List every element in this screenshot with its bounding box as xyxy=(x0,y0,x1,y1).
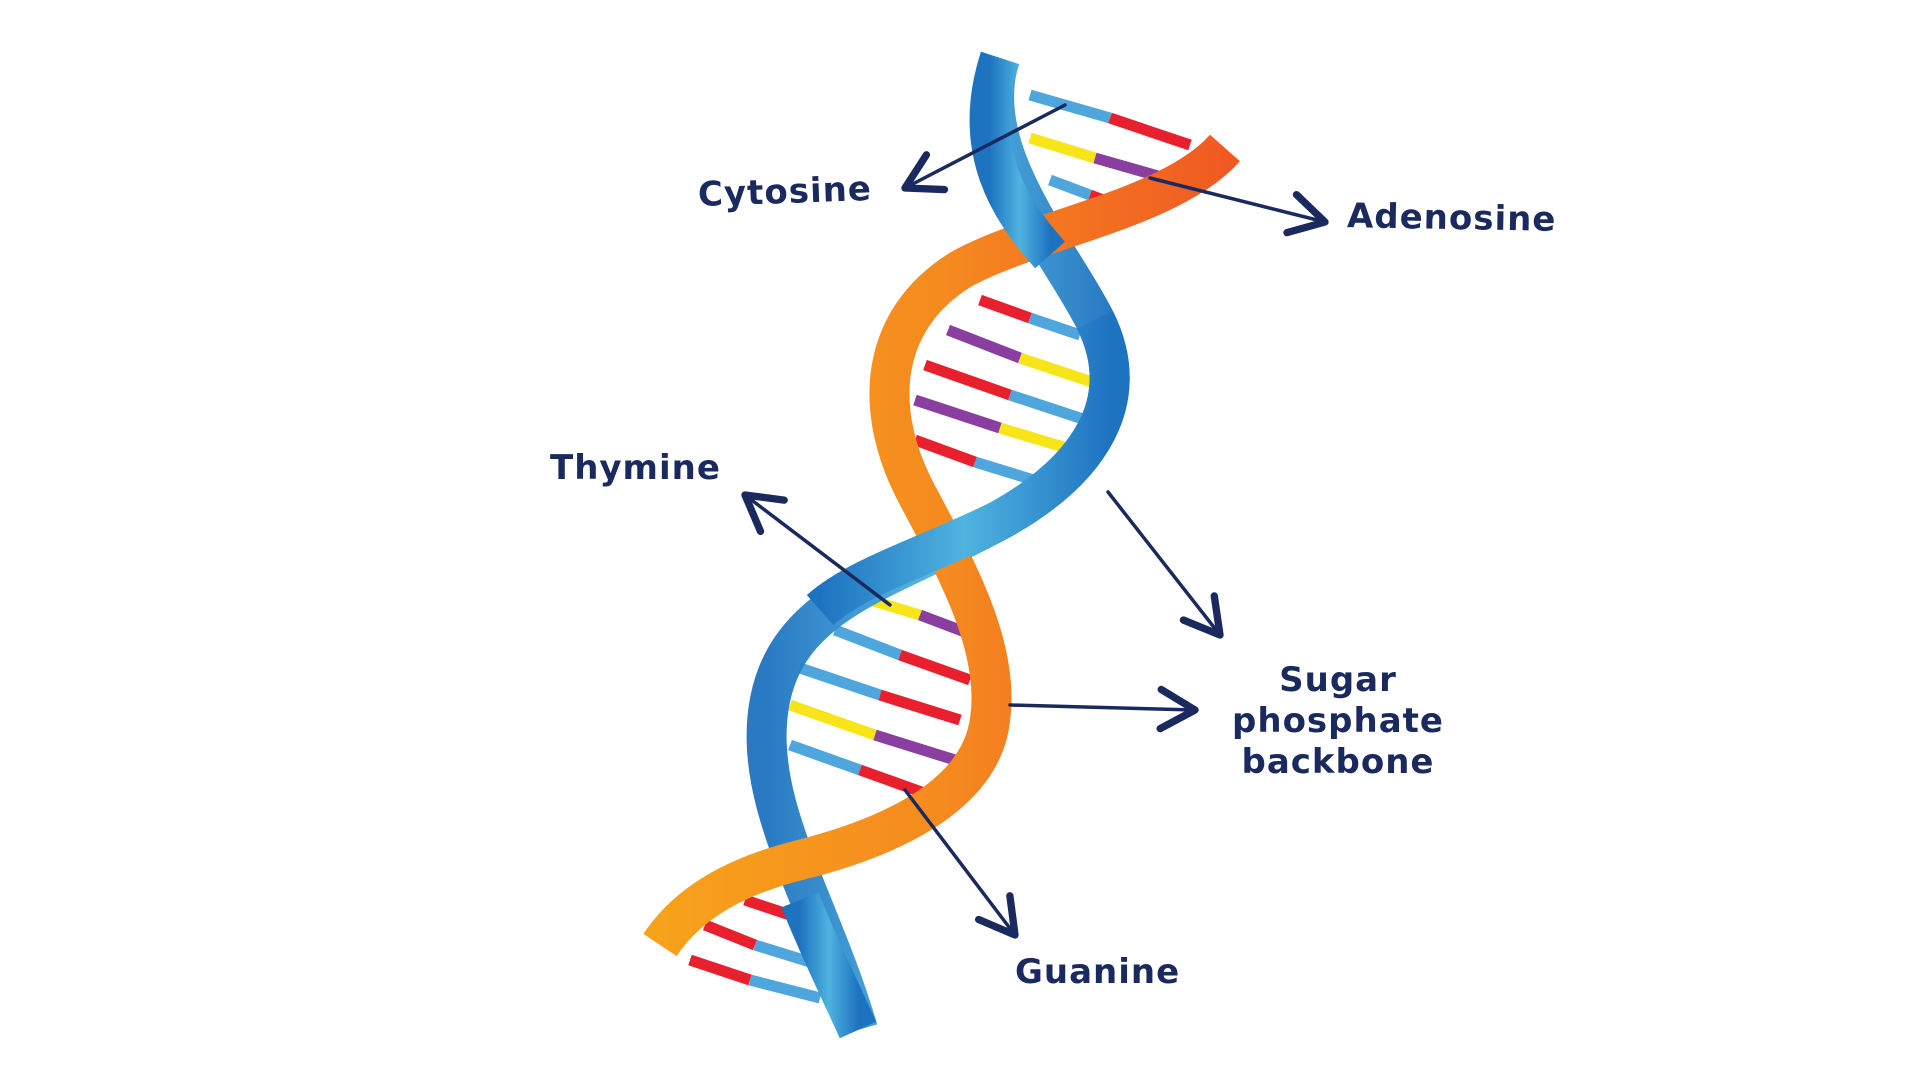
base-pair-segment xyxy=(833,624,902,661)
base-pair-segment xyxy=(748,974,822,1004)
base-pair-segment xyxy=(918,609,967,638)
base-pair-segment xyxy=(743,894,792,921)
base-pair-segment xyxy=(913,394,1002,434)
arrow-adenosine xyxy=(1148,176,1329,237)
base-pair-segment xyxy=(1028,312,1082,341)
blue-strand-front-upper xyxy=(969,51,1065,269)
label-sugar-phosphate-backbone: Sugar phosphate backbone xyxy=(1232,660,1444,782)
base-pair-segment xyxy=(1108,112,1192,151)
base-pair-segment xyxy=(798,662,882,701)
base-pair-segment xyxy=(946,324,1022,364)
label-adenosine: Adenosine xyxy=(1346,196,1557,240)
label-cytosine: Cytosine xyxy=(697,168,873,216)
arrow-thymine xyxy=(741,491,892,607)
arrow-guanine xyxy=(903,788,1019,939)
base-pair-segment xyxy=(878,689,962,726)
arrow-backbone-upper xyxy=(1106,490,1224,639)
annotation-arrows xyxy=(741,103,1329,939)
base-pair-segment xyxy=(688,954,752,986)
base-pair-segment xyxy=(1018,352,1094,388)
base-pair-segment xyxy=(873,729,957,766)
blue-strand-front-middle xyxy=(806,311,1130,626)
base-pair-segment xyxy=(702,919,758,951)
arrow-backbone-lower xyxy=(1008,685,1199,733)
label-guanine: Guanine xyxy=(1015,952,1181,992)
base-pair-segment xyxy=(913,434,977,468)
base-pair-segment xyxy=(788,699,877,741)
base-pair-segment xyxy=(923,359,1012,401)
base-pair-segment xyxy=(1028,89,1112,124)
base-pair-segment xyxy=(978,294,1032,324)
blue-strand-front-lower xyxy=(781,892,877,1039)
base-pair-segment xyxy=(1048,174,1092,201)
orange-strand xyxy=(643,134,1240,957)
base-pair-segment xyxy=(753,939,812,968)
base-pair-segment xyxy=(788,739,862,776)
label-thymine: Thymine xyxy=(550,448,721,488)
arrow-cytosine xyxy=(901,103,1067,194)
base-pair-segment xyxy=(1028,132,1097,164)
base-pair-segment xyxy=(898,649,972,686)
